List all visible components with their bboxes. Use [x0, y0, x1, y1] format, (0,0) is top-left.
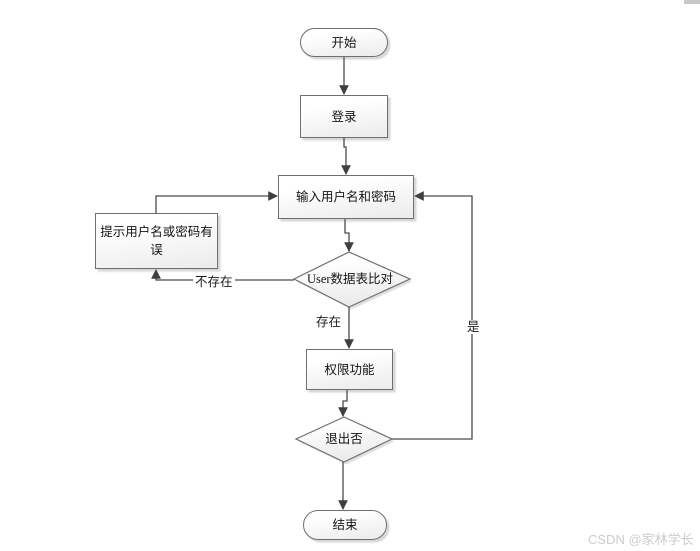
- node-login-label: 登录: [331, 109, 357, 124]
- node-exit-decision-label: 退出否: [325, 432, 363, 446]
- node-permission-feature: 权限功能: [306, 349, 393, 390]
- edge-error-to-input: [155, 191, 278, 213]
- node-end-label: 结束: [332, 518, 358, 532]
- edge-label-not-exist: 不存在: [193, 275, 235, 289]
- node-error-prompt: 提示用户名或密码有误: [95, 213, 218, 269]
- node-end: 结束: [303, 510, 387, 540]
- csdn-watermark: CSDN @家林学长: [588, 532, 694, 547]
- node-input-credentials: 输入用户名和密码: [278, 175, 414, 219]
- edge-perm-to-exit: [338, 390, 348, 417]
- node-user-table-compare-label: User数据表比对: [306, 272, 394, 286]
- edge-compare-to-error: [151, 269, 294, 281]
- edge-input-to-compare: [344, 219, 354, 252]
- edge-label-exist: 存在: [314, 315, 344, 329]
- edge-label-yes: 是: [465, 320, 482, 334]
- node-input-credentials-label: 输入用户名和密码: [295, 190, 396, 204]
- decision-exit: [294, 416, 395, 465]
- edge-exit-to-input-loop: [392, 191, 473, 440]
- node-start: 开始: [300, 28, 388, 57]
- scrollbar-fragment: [684, 0, 700, 4]
- node-permission-feature-label: 权限功能: [324, 362, 375, 377]
- node-login: 登录: [300, 95, 388, 138]
- edge-login-to-input: [341, 138, 351, 175]
- node-error-prompt-label: 提示用户名或密码有误: [100, 225, 213, 257]
- node-exit-decision: 退出否: [304, 421, 384, 457]
- node-user-table-compare: User数据表比对: [298, 254, 402, 304]
- node-start-label: 开始: [331, 35, 357, 50]
